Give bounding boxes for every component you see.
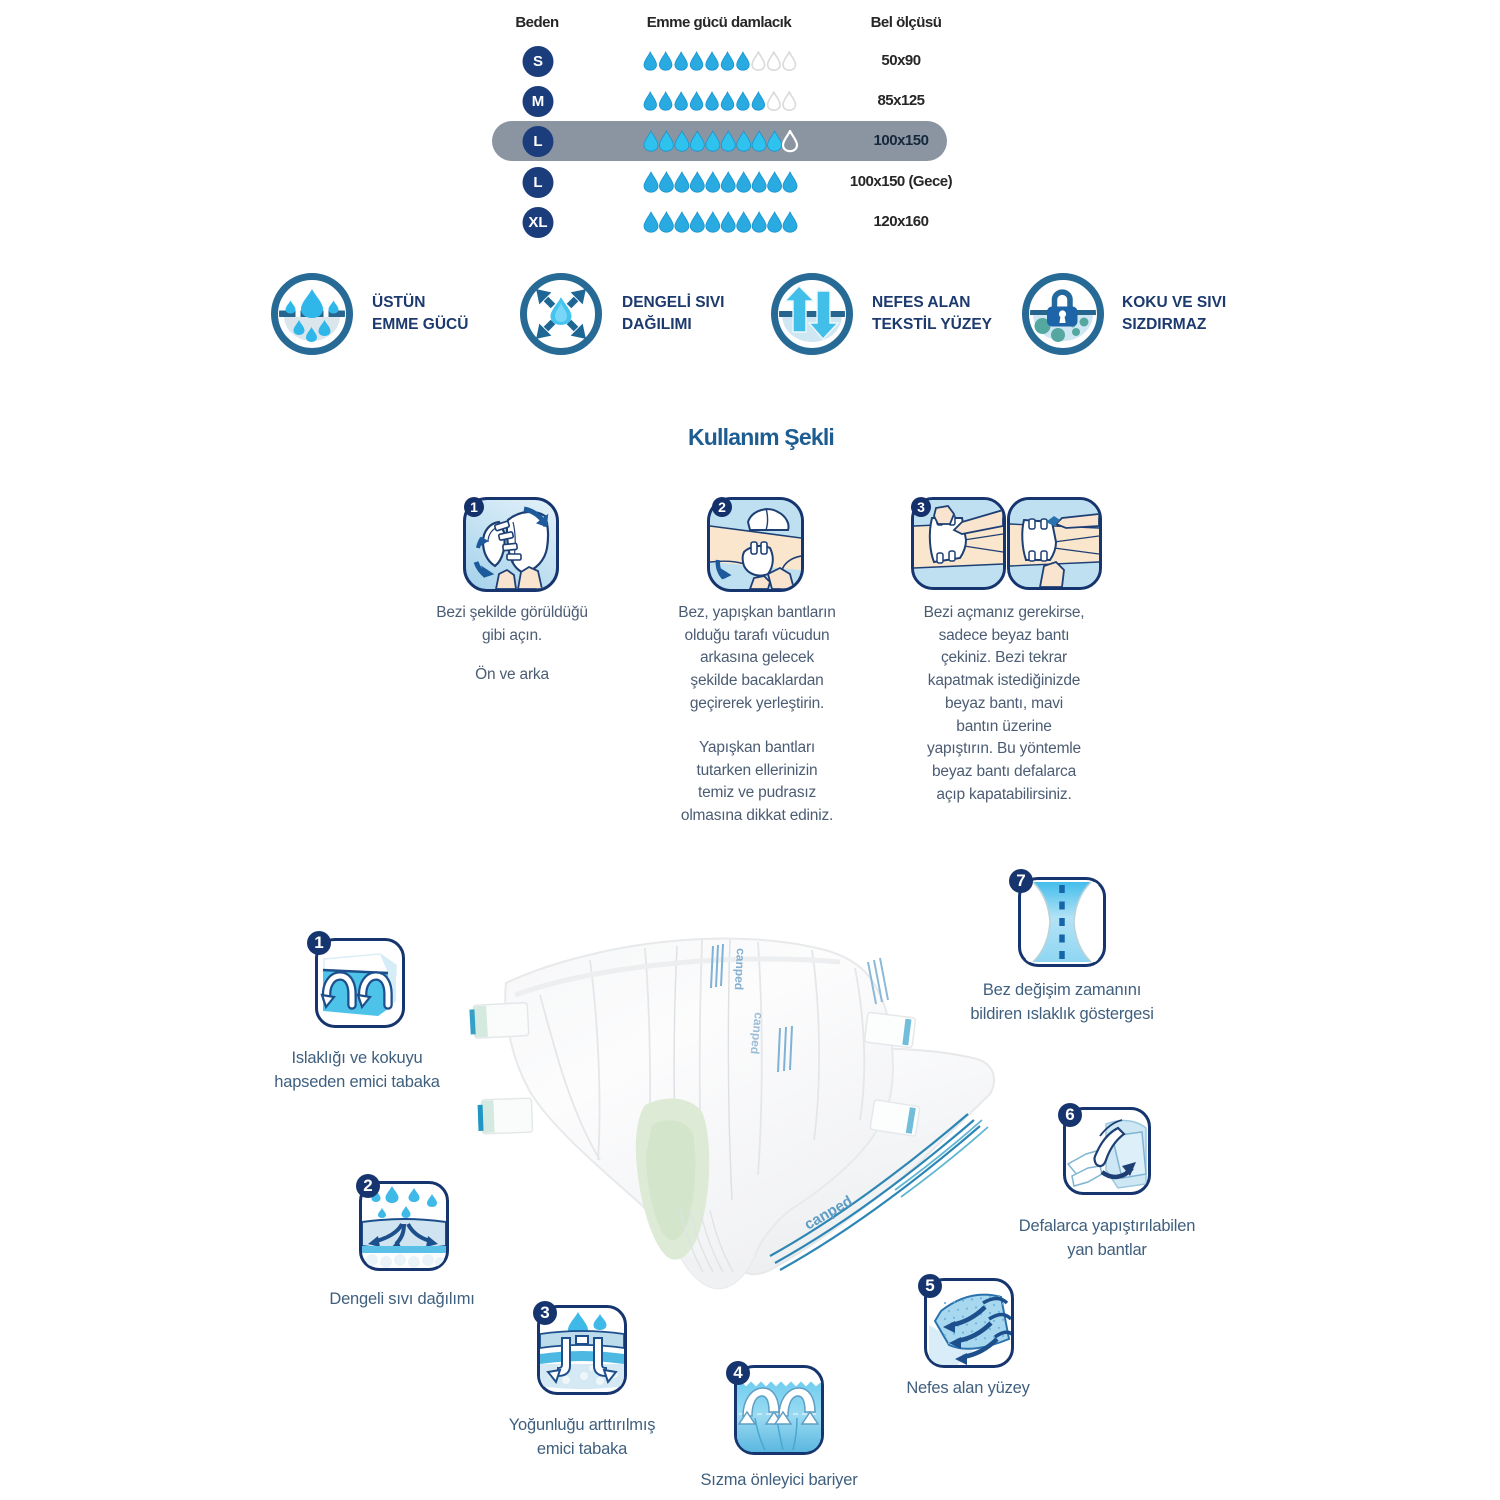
svg-text:canped: canped [732, 948, 748, 991]
svg-text:canped: canped [748, 1012, 766, 1055]
